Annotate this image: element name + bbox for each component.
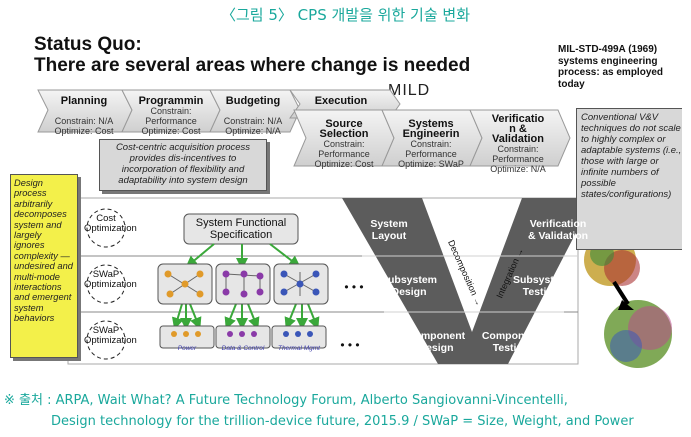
chevron-source-label: Source Selection Constrain: Performance … <box>300 118 388 170</box>
v-line: Design <box>391 286 427 298</box>
opt-line: SWaP <box>92 325 120 336</box>
opt-line: Cost <box>96 213 116 224</box>
figure-caption-top: 〈그림 5〉 CPS 개발을 위한 기술 변화 <box>221 6 470 24</box>
v-shape <box>342 198 594 364</box>
subsystem-graph-data <box>215 263 271 305</box>
chevron-verification <box>469 109 571 167</box>
v-line: Design <box>418 342 454 354</box>
opt-line: SWaP <box>92 269 120 280</box>
chevron-title: Engineerin <box>402 128 460 140</box>
slide: Status Quo: There are several areas wher… <box>10 28 682 374</box>
mild-label: MILD <box>388 82 431 99</box>
v-line: Testing <box>492 342 530 354</box>
optimize-text: Optimize: Cost <box>141 126 201 136</box>
chevron-title: Selection <box>319 128 369 140</box>
constraint-text: Constrain: N/A <box>223 116 283 126</box>
source-line-1: ※ 출처 : ARPA, Wait What? A Future Technol… <box>4 393 568 408</box>
v-verification-validation: Verification& Validation <box>520 218 596 242</box>
chevron-title: Planning <box>60 95 108 107</box>
title-line-1: Status Quo: <box>34 34 142 55</box>
green-arrows <box>171 243 320 330</box>
component-power-label: Power <box>177 345 197 352</box>
opt-line: Optimization <box>84 223 137 234</box>
component-thermal-label: Thermal Mgmt <box>278 345 320 352</box>
v-line: System <box>370 218 408 230</box>
complex-network-image <box>584 234 672 368</box>
constraint-text: Constrain: Performance <box>318 139 370 159</box>
mil-std-line: systems engineering <box>558 55 658 67</box>
v-line: Layout <box>371 230 407 242</box>
v-line: Component <box>481 330 541 342</box>
title-line-2: There are several areas where change is … <box>34 55 471 76</box>
constraint-text: Constrain: Performance <box>492 144 544 164</box>
chevron-title: Source <box>325 118 363 130</box>
constraint-text: Constrain: Performance <box>145 106 197 126</box>
v-line: Subsystem <box>512 274 570 286</box>
opt-line: Optimization <box>84 335 137 346</box>
chevron-systems-label: Systems Engineerin Constrain: Performanc… <box>386 118 476 170</box>
optimize-text: Optimize: Cost <box>54 126 114 136</box>
spec-line: Specification <box>209 229 273 241</box>
optimization-cycle-icon <box>86 208 126 360</box>
chevron-execution-label: Execution <box>296 95 386 107</box>
chevron-planning-label: Planning Constrain: N/A Optimize: Cost <box>44 95 124 137</box>
chevron-title: Execution <box>314 95 368 107</box>
optimize-text: Optimize: N/A <box>225 126 281 136</box>
conventional-vv-note: Conventional V&V techniques do not scale… <box>576 108 682 250</box>
chevron-title: Validation <box>492 133 544 145</box>
chevron-title: n & <box>509 123 527 135</box>
slide-title: Status Quo: There are several areas wher… <box>34 34 470 76</box>
chevron-title: Systems <box>408 118 454 130</box>
chevron-budgeting-label: Budgeting Constrain: N/A Optimize: N/A <box>212 95 294 137</box>
opt-line: Optimization <box>84 279 137 290</box>
mil-std-line: today <box>558 78 585 90</box>
ellipsis: • • • <box>344 280 364 294</box>
subsystem-graph-power <box>157 263 213 305</box>
spec-line: System Functional <box>195 217 287 229</box>
source-line-2: Design technology for the trillion-devic… <box>51 414 634 429</box>
v-line: Subsystem <box>380 274 438 286</box>
optimize-text: Optimize: Cost <box>314 159 374 169</box>
mil-std-line: process: as employed <box>558 67 664 78</box>
component-data-label: Data & Control <box>221 345 265 352</box>
mil-std-note: MIL-STD-499A (1969) systems engineering … <box>558 44 678 90</box>
chevron-title: Programmin <box>138 95 204 107</box>
mil-std-line: MIL-STD-499A (1969) <box>558 44 658 55</box>
component-boxes <box>159 325 327 349</box>
chevron-programming-label: Programmin Constrain: Performance Optimi… <box>126 95 216 137</box>
design-process-note: Design process arbitrarily decomposes sy… <box>10 174 78 358</box>
optimize-text: Optimize: SWaP <box>398 159 464 169</box>
subsystem-graph-thermal <box>273 263 329 305</box>
chevron-title: Verificatio <box>491 113 545 125</box>
v-line: & Validation <box>527 230 589 242</box>
constraint-text: Constrain: N/A <box>54 116 114 126</box>
v-line: Component <box>406 330 466 342</box>
chevron-title: Budgeting <box>225 95 281 107</box>
ellipsis: • • • <box>340 338 360 352</box>
v-line: Verification <box>529 218 587 230</box>
chevron-verification-label: Verificatio n & Validation Constrain: Pe… <box>474 113 562 175</box>
constraint-text: Constrain: Performance <box>405 139 457 159</box>
optimize-text: Optimize: N/A <box>490 164 546 174</box>
process-diagram <box>37 89 672 368</box>
v-line: Testing <box>522 286 560 298</box>
figure-source-caption: ※ 출처 : ARPA, Wait What? A Future Technol… <box>4 390 634 432</box>
cost-centric-note: Cost-centric acquisition process provide… <box>99 139 267 191</box>
